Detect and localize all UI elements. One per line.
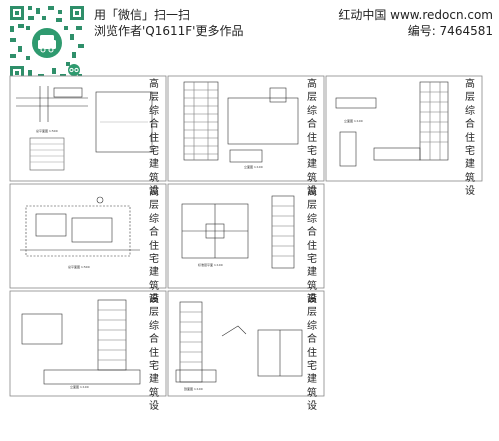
wechat-miniprogram-icon <box>68 64 80 76</box>
sheet-title-2: 高层综合住宅建筑设 <box>307 79 317 198</box>
author-hint: 浏览作者'Q1611F'更多作品 <box>94 24 244 38</box>
caption-1: 总平面图 1:500 <box>36 128 58 133</box>
caption-4: 总平面图 1:500 <box>68 264 90 269</box>
sheet-title-7: 高层综合住宅建筑设 <box>307 294 317 413</box>
sheet-r3-c1 <box>21 299 141 385</box>
sheet-r3-c2 <box>175 301 303 383</box>
site-name[interactable]: 红动中国 www.redocn.com <box>338 8 493 22</box>
caption-5: 标准层平面 1:100 <box>198 262 223 267</box>
caption-6: 立面图 1:100 <box>70 384 89 389</box>
sheet-title-6: 高层综合住宅建筑设 <box>149 294 159 413</box>
qr-code-icon <box>8 4 86 82</box>
sheet-title-4: 高层综合住宅建筑设 <box>149 187 159 306</box>
sheet-title-3: 高层综合住宅建筑设 <box>465 79 475 198</box>
sheet-title-1: 高层综合住宅建筑设 <box>149 79 159 198</box>
sheet-r2-c2 <box>181 195 295 269</box>
sheet-r2-c1 <box>20 196 140 257</box>
item-id: 编号: 7464581 <box>407 24 493 38</box>
sheet-title-5: 高层综合住宅建筑设 <box>307 187 317 306</box>
scan-hint: 用「微信」扫一扫 <box>94 8 191 22</box>
caption-3: 立面图 1:100 <box>344 118 363 123</box>
sheet-r1-c1 <box>16 86 153 171</box>
sheet-r1-c3 <box>335 81 449 167</box>
caption-7: 剖面图 1:100 <box>184 386 203 391</box>
sheet-r1-c2 <box>183 81 299 163</box>
caption-2: 立面图 1:100 <box>244 164 263 169</box>
